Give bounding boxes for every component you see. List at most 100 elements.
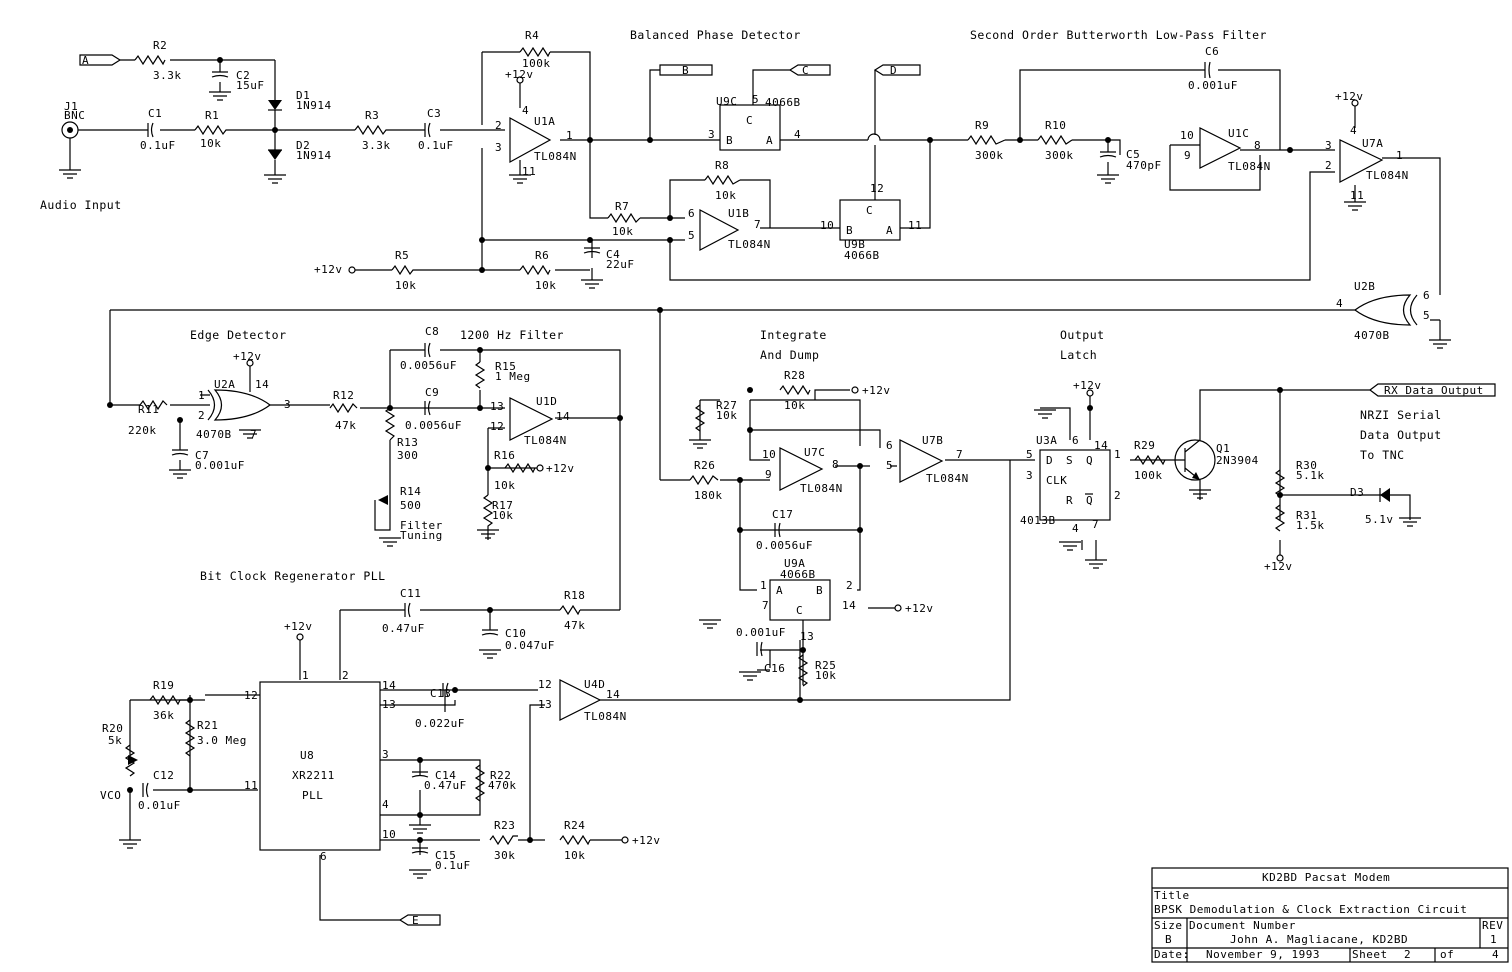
- u2a-ref: U2A: [214, 378, 235, 391]
- r24-value: 10k: [564, 849, 585, 862]
- r5-ref: R5: [395, 249, 409, 262]
- c9-value: 0.0056uF: [405, 419, 462, 432]
- c1-ref: C1: [148, 107, 162, 120]
- pin: 6: [886, 439, 893, 452]
- u9a-ref: U9A: [784, 557, 805, 570]
- pin: 11: [908, 219, 922, 232]
- port-c-label: C: [802, 64, 809, 77]
- pin: 12: [490, 420, 504, 433]
- u7b-ref: U7B: [922, 434, 943, 447]
- supply-label: +12v: [505, 68, 534, 81]
- c12-value: 0.01uF: [138, 799, 181, 812]
- pin: 6: [1423, 289, 1430, 302]
- q1-ref: Q1: [1216, 442, 1230, 455]
- heading-nrzi-1: NRZI Serial: [1360, 408, 1442, 422]
- heading-balanced-phase-detector: Balanced Phase Detector: [630, 28, 801, 42]
- supply-label: +12v: [233, 350, 262, 363]
- pin: 12: [244, 689, 258, 702]
- pin: B: [846, 224, 853, 237]
- c1-value: 0.1uF: [140, 139, 176, 152]
- r16-value: 10k: [494, 479, 515, 492]
- pin: A: [776, 584, 783, 597]
- r7-ref: R7: [615, 200, 629, 213]
- opamp-symbols: [509, 116, 1384, 721]
- c5-value: 470pF: [1126, 159, 1162, 172]
- d3-value: 5.1v: [1365, 513, 1394, 526]
- xor-gates: [213, 294, 1412, 421]
- pin: 11: [1350, 189, 1364, 202]
- c5-ref: C5: [1126, 148, 1140, 161]
- u1b-ref: U1B: [728, 207, 749, 220]
- u1c-value: TL084N: [1228, 160, 1271, 173]
- r19-value: 36k: [153, 709, 174, 722]
- pin: 8: [1254, 139, 1261, 152]
- d2-ref: D2: [296, 139, 310, 152]
- r25-ref: R25: [815, 659, 836, 672]
- r6-value: 10k: [535, 279, 556, 292]
- r25-value: 10k: [815, 669, 836, 682]
- r29-ref: R29: [1134, 439, 1155, 452]
- sheet-label: Sheet: [1352, 948, 1388, 961]
- u9b-ref: U9B: [844, 238, 865, 251]
- pin: D: [1046, 454, 1053, 467]
- pin: 10: [382, 828, 396, 841]
- r31-value: 1.5k: [1296, 519, 1325, 532]
- date-label: Date:: [1154, 948, 1190, 961]
- supply-label: +12v: [1264, 560, 1293, 573]
- pin: 10: [1180, 129, 1194, 142]
- xor-extra-arcs: [207, 294, 1418, 421]
- r12-ref: R12: [333, 389, 354, 402]
- pin: 5: [688, 229, 695, 242]
- pin: 1: [1396, 149, 1403, 162]
- pin: 7: [762, 599, 769, 612]
- heading-integrate: Integrate: [760, 328, 827, 342]
- j1-type: BNC: [64, 109, 85, 122]
- c2-value: 15uF: [236, 79, 265, 92]
- pin: 3: [495, 141, 502, 154]
- supply-label: +12v: [862, 384, 891, 397]
- r16-ref: R16: [494, 449, 515, 462]
- pin: 12: [870, 182, 884, 195]
- transistor-q1: [1170, 435, 1216, 485]
- pin: 1: [302, 669, 309, 682]
- r8-ref: R8: [715, 159, 729, 172]
- pin: 3: [1325, 139, 1332, 152]
- pin: 13: [800, 630, 814, 643]
- u1c-ref: U1C: [1228, 127, 1249, 140]
- u9b-value: 4066B: [844, 249, 880, 262]
- heading-and-dump: And Dump: [760, 348, 819, 362]
- pin: 7: [250, 428, 257, 441]
- supply-label: +12v: [314, 263, 343, 276]
- supply-label: +12v: [284, 620, 313, 633]
- d2-value: 1N914: [296, 149, 332, 162]
- heading-butterworth: Second Order Butterworth Low-Pass Filter: [970, 28, 1267, 42]
- resistor-symbols: [124, 46, 1286, 846]
- u8-ref: U8: [300, 749, 314, 762]
- rev-label: REV: [1482, 919, 1503, 932]
- pin: 10: [762, 448, 776, 461]
- sheet-value: 2: [1404, 948, 1411, 961]
- j1-ref: J1: [64, 100, 78, 113]
- r4-ref: R4: [525, 29, 539, 42]
- pin: A: [886, 224, 893, 237]
- u7a-value: TL084N: [1366, 169, 1409, 182]
- pin: 8: [832, 458, 839, 471]
- port-d-label: D: [890, 64, 897, 77]
- pin: B: [816, 584, 823, 597]
- r10-ref: R10: [1045, 119, 1066, 132]
- r3-ref: R3: [365, 109, 379, 122]
- u1d-ref: U1D: [536, 395, 557, 408]
- heading-audio-input: Audio Input: [40, 198, 122, 212]
- u7a-ref: U7A: [1362, 137, 1383, 150]
- c4-ref: C4: [606, 248, 620, 261]
- c6-value: 0.001uF: [1188, 79, 1238, 92]
- u9c-value: 4066B: [765, 96, 801, 109]
- r13-value: 300: [397, 449, 418, 462]
- r27-value: 10k: [716, 409, 737, 422]
- pin: Q: [1086, 454, 1093, 467]
- r26-ref: R26: [694, 459, 715, 472]
- pin: 9: [1184, 149, 1191, 162]
